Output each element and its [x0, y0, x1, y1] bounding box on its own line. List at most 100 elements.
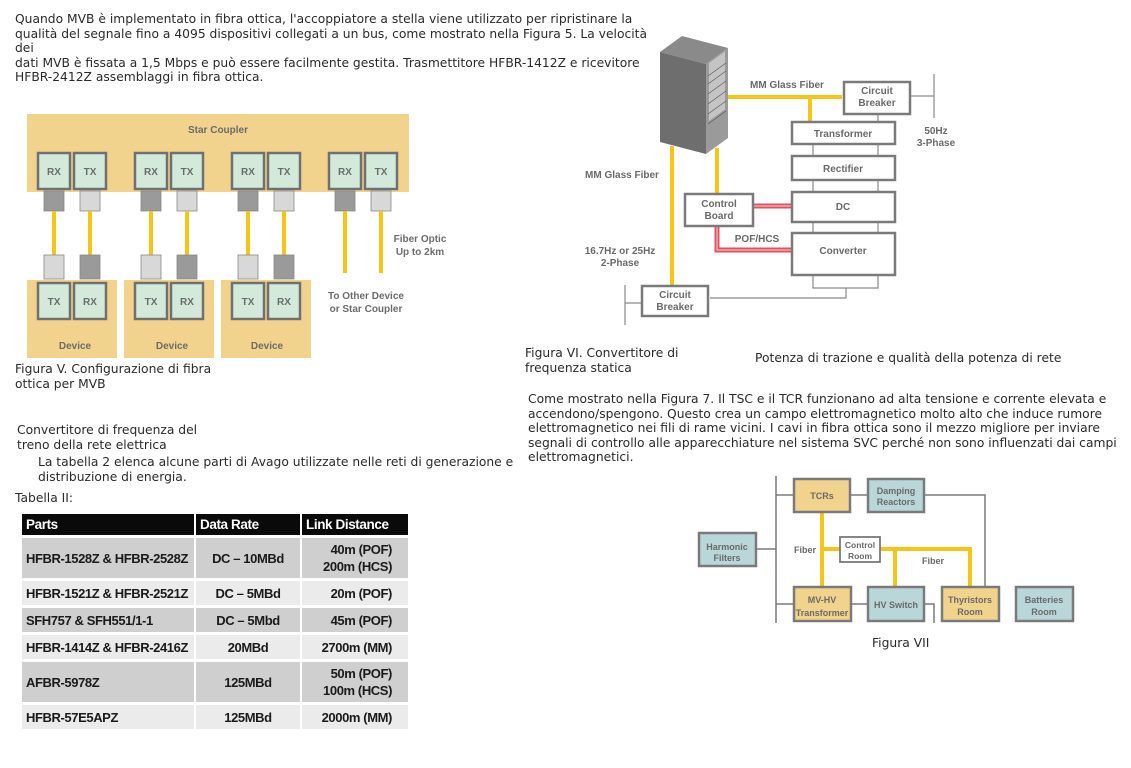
cell-part: SFH757 & SFH551/1-1	[22, 605, 196, 634]
port-label: TX	[375, 167, 388, 178]
cell-distance: 2700m (MM)	[301, 632, 408, 661]
dc-box	[790, 190, 897, 224]
connector-icon	[237, 254, 259, 280]
frequency-50hz-label: 3-Phase	[917, 138, 956, 149]
cell-distance: 20m (POF)	[301, 578, 408, 607]
batteries-room-label: Batteries	[1025, 595, 1064, 605]
damping-reactors-box	[866, 477, 926, 514]
table-row: HFBR-1528Z & HFBR-2528Z DC – 10MBd 40m (…	[22, 535, 408, 580]
distance-value: 50m (POF)	[330, 666, 393, 681]
control-board-box	[683, 192, 755, 228]
device-port	[72, 281, 108, 321]
intro-line: Quando MVB è implementato in fibra ottic…	[15, 12, 633, 26]
cell-distance: 50m (POF) 100m (HCS)	[301, 659, 408, 704]
port-label: RX	[47, 167, 61, 178]
coupler-port	[230, 151, 266, 191]
table-header-row: Parts Data Rate Link Distance	[22, 514, 408, 537]
mm-glass-fiber-label: MM Glass Fiber	[585, 170, 659, 181]
control-board-label: Control	[701, 199, 737, 210]
distance-value: 200m (HCS)	[323, 559, 392, 574]
connector-icon	[140, 254, 162, 280]
tcrs-label: TCRs	[810, 491, 834, 501]
cell-distance: 2000m (MM)	[301, 702, 408, 729]
coupler-port	[36, 151, 72, 191]
frequency-16hz-label: 16.7Hz or 25Hz	[585, 246, 656, 257]
fiber-label: Fiber	[922, 556, 945, 566]
table-row: SFH757 & SFH551/1-1 DC – 5Mbd 45m (POF)	[22, 605, 408, 634]
converter-label: Converter	[819, 246, 866, 257]
table-row: HFBR-1414Z & HFBR-2416Z 20MBd 2700m (MM)	[22, 632, 408, 661]
coupler-port	[266, 151, 302, 191]
figure-5-caption: Figura V. Configurazione di fibra ottica…	[15, 362, 211, 391]
cell-part: HFBR-1528Z & HFBR-2528Z	[22, 535, 196, 580]
table-intro-line: La tabella 2 elenca alcune parti di Avag…	[38, 455, 514, 469]
right-paragraph: Come mostrato nella Figura 7. Il TSC e i…	[528, 392, 1118, 465]
cell-rate: 125MBd	[195, 702, 302, 729]
transformer-label: Transformer	[814, 129, 872, 140]
distance-value: 40m (POF)	[330, 542, 393, 557]
caption-line: ottica per MVB	[15, 376, 106, 391]
parts-table: Parts Data Rate Link Distance HFBR-1528Z…	[22, 514, 408, 729]
port-label: RX	[83, 297, 97, 308]
mv-hv-transformer-label: Transformer	[796, 608, 849, 618]
circuit-breaker-label: Breaker	[858, 98, 895, 109]
section-heading-traction-power: Potenza di trazione e qualità della pote…	[755, 351, 1062, 365]
header-parts: Parts	[22, 514, 196, 537]
paragraph-line: elettromagnetici.	[528, 450, 634, 464]
distance-value: 100m (HCS)	[323, 683, 392, 698]
cell-part: HFBR-57E5APZ	[22, 702, 196, 729]
paragraph-line: elettromagnetico nei fili di rame vicini…	[528, 421, 1100, 435]
caption-line: frequenza statica	[525, 360, 632, 375]
heading-line: Convertitore di frequenza del	[17, 423, 198, 437]
cell-distance: 45m (POF)	[301, 605, 408, 634]
device-port	[169, 281, 205, 321]
mv-hv-transformer-box	[792, 585, 853, 623]
figure-6-caption: Figura VI. Convertitore di frequenza sta…	[525, 346, 678, 375]
power-wires	[624, 74, 935, 325]
harmonic-filters-box	[697, 531, 758, 568]
rectifier-label: Rectifier	[823, 164, 863, 175]
connector-icon	[176, 190, 198, 212]
port-label: RX	[144, 167, 158, 178]
thyristors-room-box	[940, 585, 1001, 623]
device-port	[36, 281, 72, 321]
hv-switch-box	[866, 585, 926, 623]
cell-rate: DC – 10MBd	[195, 535, 302, 580]
figure-6-frequency-converter-diagram: MM Glass Fiber MM Glass Fiber Circuit Br…	[585, 36, 956, 325]
fiber-lines	[820, 513, 972, 587]
frequency-50hz-label: 50Hz	[924, 126, 947, 137]
transformer-box	[790, 120, 897, 146]
device-port	[133, 281, 169, 321]
batteries-room-label: Room	[1031, 607, 1057, 617]
other-device-label: or Star Coupler	[330, 304, 403, 315]
figure-7-caption: Figura VII	[872, 636, 930, 650]
control-board-label: Board	[705, 211, 734, 222]
device-label: Device	[59, 341, 92, 352]
coupler-port	[327, 151, 363, 191]
coupler-port	[363, 151, 399, 191]
cell-rate: 125MBd	[195, 659, 302, 704]
pof-hcs-label: POF/HCS	[735, 234, 780, 245]
fiber-distance-label: Up to 2km	[396, 247, 444, 258]
connector-icon	[176, 254, 198, 280]
thyristors-room-label: Thyristors	[948, 595, 992, 605]
paragraph-line: segnali di controllo alle apparecchiatur…	[528, 435, 1117, 450]
port-label: RX	[338, 167, 352, 178]
table-row: HFBR-1521Z & HFBR-2521Z DC – 5MBd 20m (P…	[22, 578, 408, 607]
connector-icon	[79, 190, 101, 212]
table-row: HFBR-57E5APZ 125MBd 2000m (MM)	[22, 702, 408, 729]
coupler-port	[72, 151, 108, 191]
connector-icon	[43, 254, 65, 280]
cell-part: HFBR-1521Z & HFBR-2521Z	[22, 578, 196, 607]
batteries-room-box	[1014, 585, 1075, 623]
server-rack-icon	[660, 36, 728, 154]
fiber-label: Fiber	[794, 545, 817, 555]
paragraph-line: accendono/spengono. Questo crea un campo…	[528, 406, 1103, 421]
connector-icon	[79, 254, 101, 280]
connector-icon	[43, 190, 65, 212]
header-link-distance: Link Distance	[301, 514, 408, 537]
coupler-port	[169, 151, 205, 191]
hv-switch-label: HV Switch	[874, 600, 918, 610]
damping-reactors-label: Damping	[877, 486, 916, 496]
